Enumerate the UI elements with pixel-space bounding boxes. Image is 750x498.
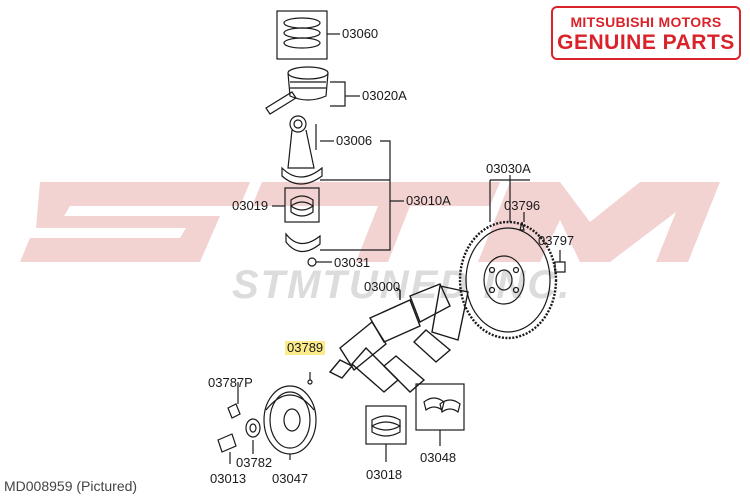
label-03031: 03031 [334, 255, 371, 270]
label-03047: 03047 [272, 471, 309, 486]
ring-set-box [276, 10, 328, 60]
key-drawing [307, 379, 313, 385]
rod-nut-drawing [307, 257, 317, 267]
connecting-rod-drawing [281, 115, 323, 185]
dowel-pin-drawing [519, 221, 525, 231]
label-03006: 03006 [336, 133, 373, 148]
label-03019: 03019 [232, 198, 269, 213]
label-03000: 03000 [364, 279, 401, 294]
label-03797: 03797 [538, 233, 575, 248]
pulley-bolt-p-drawing [227, 403, 241, 419]
crankshaft-drawing [328, 283, 469, 393]
damper-pulley-drawing [263, 385, 317, 455]
label-03010a: 03010A [406, 193, 451, 208]
badge-genuine-text: GENUINE PARTS [557, 31, 735, 54]
piston-rings-drawing [283, 17, 321, 49]
part-number-caption: MD008959 (Pictured) [4, 478, 138, 494]
pulley-bolt-drawing [217, 433, 237, 453]
label-03796: 03796 [504, 198, 541, 213]
badge-brand-text: MITSUBISHI MOTORS [570, 14, 722, 30]
thrust-bearing-box [415, 383, 465, 431]
label-03020a: 03020A [362, 88, 407, 103]
label-03030a: 03030A [486, 161, 531, 176]
flywheel-drawing [458, 220, 558, 340]
piston-drawing [265, 66, 329, 115]
rod-bearing-box [284, 187, 320, 223]
rod-cap-drawing [285, 232, 321, 253]
flywheel-bolt-drawing [554, 261, 566, 273]
label-03782: 03782 [236, 455, 273, 470]
genuine-parts-badge: MITSUBISHI MOTORS GENUINE PARTS [551, 6, 741, 60]
label-03060: 03060 [342, 26, 379, 41]
label-03013: 03013 [210, 471, 247, 486]
label-03048: 03048 [420, 450, 457, 465]
label-03789-highlighted: 03789 [285, 340, 326, 355]
pulley-washer-drawing [245, 418, 261, 438]
label-03787p: 03787P [208, 375, 253, 390]
label-03018: 03018 [366, 467, 403, 482]
